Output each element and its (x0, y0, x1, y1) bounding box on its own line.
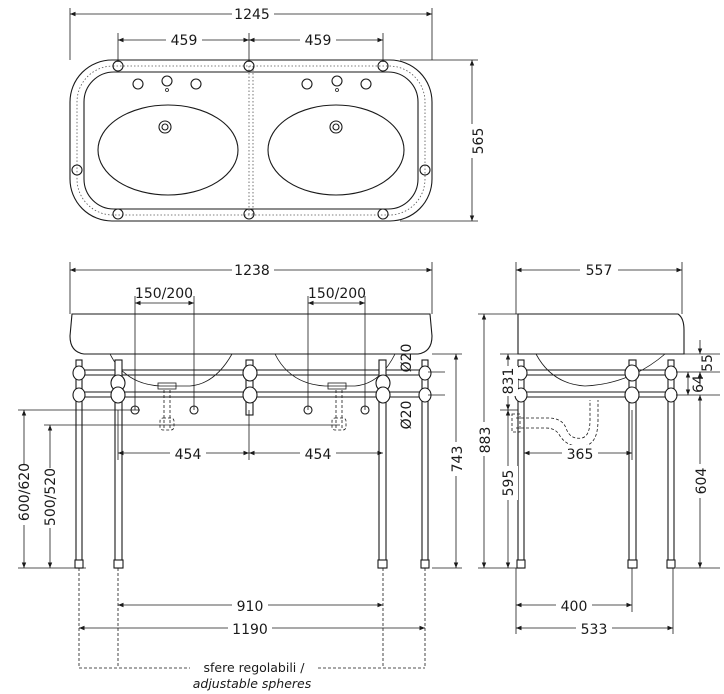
dim-depth: 565 (471, 128, 487, 155)
console-side-profile (517, 313, 685, 355)
note-italian: sfere regolabili / (204, 660, 306, 675)
dim-overall-height: 743 (450, 446, 466, 473)
dim-basin-spacing-right: 459 (305, 33, 332, 49)
basin-right (267, 104, 405, 196)
top-view: 1245 459 459 565 (69, 5, 487, 222)
dim-lower-height: 595 (501, 470, 517, 497)
dim-waste-spacing-left: 454 (175, 447, 202, 463)
front-legs (72, 359, 432, 569)
dim-overall-width: 1245 (234, 7, 270, 23)
dim-leg-spacing-outer: 1190 (232, 622, 268, 638)
front-view: 1238 150/200 150/200 (16, 261, 466, 691)
dim-floor-to-rail: 604 (694, 468, 710, 495)
dim-rail-diameter-top: Ø20 (399, 344, 415, 373)
dim-waste-spacing-right: 454 (305, 447, 332, 463)
dim-upper-height: 831 (501, 368, 517, 395)
dim-tap-range-right: 150/200 (308, 286, 366, 302)
dim-rail-diameter-bottom: Ø20 (399, 401, 415, 430)
note-english: adjustable spheres (193, 676, 312, 691)
dim-top-thickness: 55 (700, 354, 716, 372)
dim-leg-depth-outer: 533 (581, 622, 608, 638)
console-top-front (69, 313, 433, 355)
dim-rail-height-1: 600/620 (17, 463, 33, 521)
dim-basin-spacing-left: 459 (171, 33, 198, 49)
dim-total-height: 883 (478, 427, 494, 454)
console-top-outline (69, 59, 433, 222)
basin-left (97, 104, 239, 196)
dim-leg-depth-inner: 400 (561, 599, 588, 615)
dim-top-depth: 557 (586, 263, 613, 279)
dim-rail-offset: 64 (691, 375, 707, 393)
dim-trap-width: 365 (567, 447, 594, 463)
dim-rail-height-2: 500/520 (43, 468, 59, 526)
dim-tap-range-left: 150/200 (135, 286, 193, 302)
dim-top-width: 1238 (234, 263, 270, 279)
side-view: 557 365 883 (476, 262, 720, 638)
dim-leg-spacing-inner: 910 (237, 599, 264, 615)
